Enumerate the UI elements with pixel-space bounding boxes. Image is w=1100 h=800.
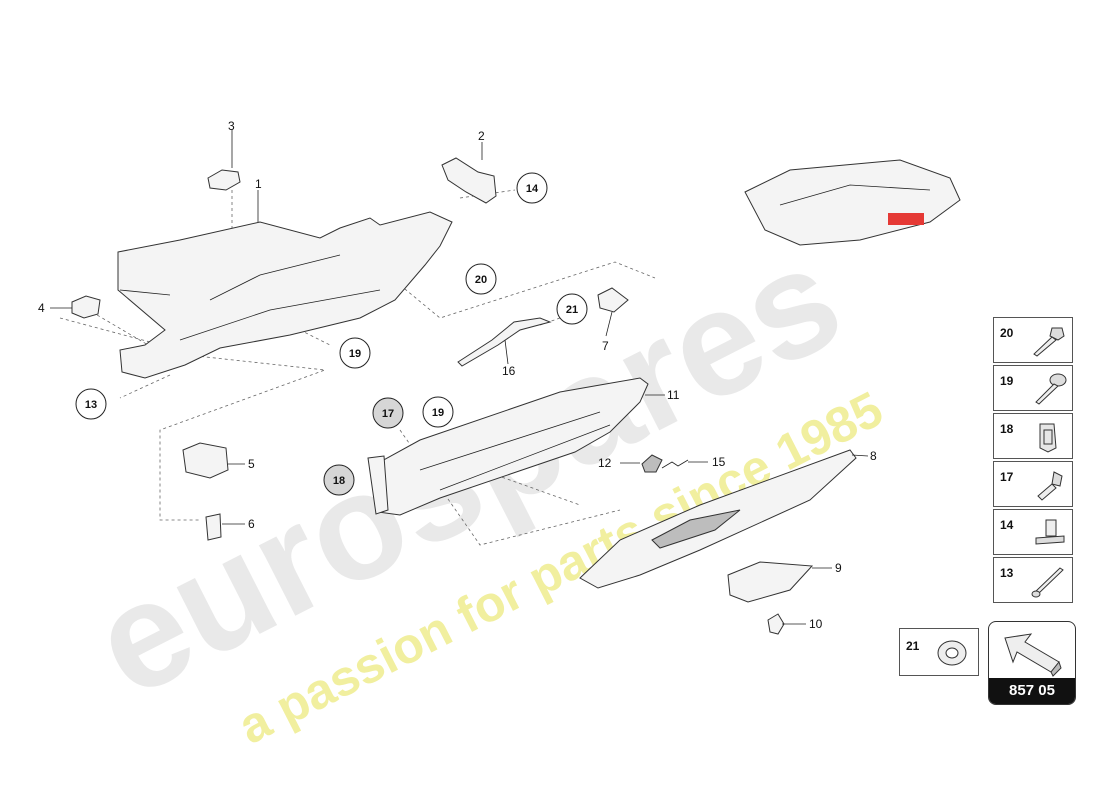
push-rivet-icon — [1035, 519, 1065, 545]
circled-callout-18: 18 — [323, 464, 355, 496]
circled-callout-20: 20 — [465, 263, 497, 295]
part-11-glovebox-lid-inner — [377, 377, 649, 516]
legend-item-13: 13 — [993, 557, 1073, 603]
circled-callout-19-upper: 19 — [339, 337, 371, 369]
callout-1: 1 — [255, 177, 262, 191]
leader-lines — [50, 130, 869, 625]
svg-text:14: 14 — [526, 183, 539, 195]
part-15-spring — [661, 459, 689, 469]
svg-text:18: 18 — [333, 475, 345, 487]
legend-number: 21 — [906, 639, 920, 653]
callout-10: 10 — [809, 617, 823, 631]
callout-12: 12 — [598, 456, 612, 470]
plug-icon — [1037, 471, 1063, 501]
callout-9: 9 — [835, 561, 842, 575]
arrow-icon — [1004, 633, 1062, 677]
callout-4: 4 — [38, 301, 45, 315]
legend-item-20: 20 — [993, 317, 1073, 363]
callout-7: 7 — [602, 339, 609, 353]
legend-number: 18 — [1000, 422, 1014, 436]
part-18-hinge — [367, 455, 389, 515]
part-10-bumper — [767, 613, 785, 635]
circled-callout-14: 14 — [516, 172, 548, 204]
part-16-bracket — [457, 317, 552, 367]
callout-labels: 3 2 1 4 5 6 7 16 11 12 15 8 9 10 — [38, 119, 877, 631]
legend-item-17: 17 — [993, 461, 1073, 507]
legend-number: 14 — [1000, 518, 1014, 532]
svg-text:19: 19 — [432, 407, 444, 419]
legend-item-21: 21 — [899, 628, 979, 676]
part-9-handle — [727, 561, 814, 603]
callout-6: 6 — [248, 517, 255, 531]
callout-8: 8 — [870, 449, 877, 463]
part-1-glovebox-housing — [117, 211, 453, 379]
part-7-bracket — [597, 287, 629, 313]
bolt-icon — [1033, 327, 1065, 357]
callout-16: 16 — [502, 364, 516, 378]
diagram-code: 857 05 — [989, 678, 1075, 704]
location-highlight — [888, 213, 924, 225]
legend-number: 20 — [1000, 326, 1014, 340]
pin-icon — [1031, 567, 1064, 598]
legend-number: 19 — [1000, 374, 1014, 388]
svg-text:13: 13 — [85, 399, 97, 411]
circled-callout-21: 21 — [556, 293, 588, 325]
legend-number: 13 — [1000, 566, 1014, 580]
part-4-clip — [71, 295, 101, 319]
callout-15: 15 — [712, 455, 726, 469]
svg-text:21: 21 — [566, 304, 578, 316]
part-12-damper — [641, 454, 663, 473]
screw-icon — [1035, 373, 1067, 405]
legend-item-14: 14 — [993, 509, 1073, 555]
part-3-lamp — [207, 169, 241, 191]
circled-callouts: 14 20 21 19 13 17 19 18 — [75, 172, 588, 496]
circled-callout-17: 17 — [372, 397, 404, 429]
legend-item-19: 19 — [993, 365, 1073, 411]
vehicle-locator — [744, 159, 961, 246]
callout-5: 5 — [248, 457, 255, 471]
callout-11: 11 — [667, 388, 680, 402]
legend-number: 17 — [1000, 470, 1014, 484]
svg-text:19: 19 — [349, 348, 361, 360]
circled-callout-13: 13 — [75, 388, 107, 420]
grommet-icon — [937, 640, 967, 666]
svg-text:17: 17 — [382, 408, 394, 420]
svg-text:20: 20 — [475, 274, 487, 286]
part-2-latch — [441, 157, 497, 204]
fastener-legend: 20 19 18 17 14 13 — [993, 317, 1075, 607]
clip-icon — [1039, 423, 1057, 453]
circled-callout-19-lower: 19 — [422, 396, 454, 428]
part-5-switch — [182, 442, 229, 479]
callout-3: 3 — [228, 119, 235, 133]
part-6-cover — [205, 513, 222, 541]
diagram-code-box: 857 05 — [988, 621, 1076, 705]
legend-item-18: 18 — [993, 413, 1073, 459]
callout-2: 2 — [478, 129, 485, 143]
